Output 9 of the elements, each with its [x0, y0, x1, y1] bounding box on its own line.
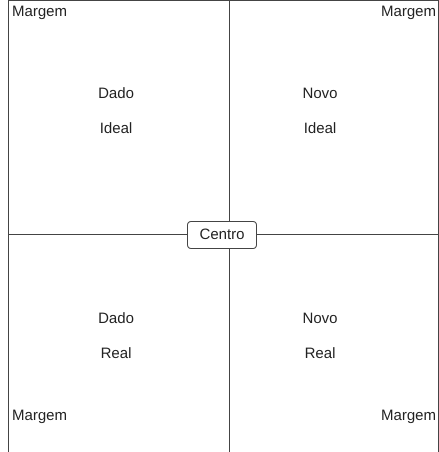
quadrant-label: Novo Real [301, 309, 339, 364]
quadrant-label: Dado Ideal [97, 84, 135, 139]
quadrant-label: Dado Real [97, 309, 135, 364]
corner-label: Margem [12, 407, 68, 424]
corner-label: Margem [380, 3, 436, 20]
quadrant-label: Novo Ideal [301, 84, 339, 139]
center-box: Centro [187, 221, 257, 249]
corner-label: Margem [12, 3, 68, 20]
corner-label: Margem [380, 407, 436, 424]
